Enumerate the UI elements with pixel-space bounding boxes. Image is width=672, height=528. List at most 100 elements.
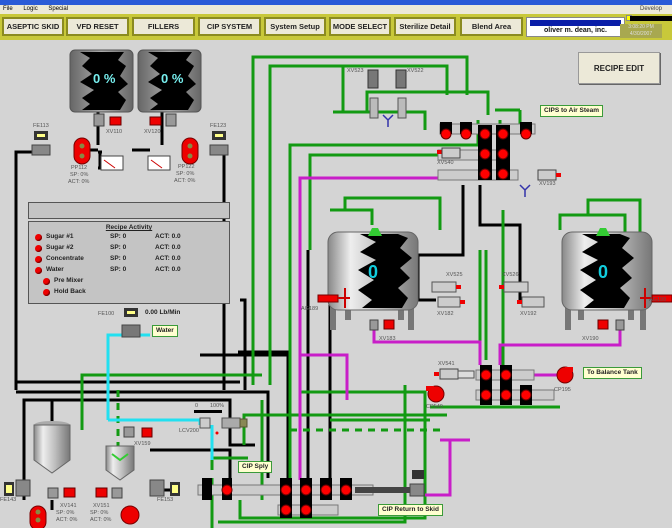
blend-tank-1	[327, 228, 419, 330]
status-led-icon	[35, 234, 42, 241]
menu-special[interactable]: Special	[48, 6, 69, 12]
valve-xv526[interactable]	[499, 281, 529, 293]
cip-sply-tag[interactable]: CIP Sply	[238, 461, 273, 473]
label-xv120: XV120	[144, 129, 161, 135]
valve-xv541[interactable]	[434, 368, 475, 380]
valve-xv151[interactable]	[95, 487, 123, 499]
lower-manifold-valves[interactable]	[480, 369, 532, 401]
pump-pp112[interactable]	[73, 137, 91, 165]
menu-logic[interactable]: Logic	[23, 6, 38, 12]
recipe-row-name: Concentrate	[46, 255, 84, 262]
recipe-activity-panel: Recipe Activity Sugar #1 SP: 0 ACT: 0.0 …	[28, 221, 230, 304]
recipe-subrow: Hold Back	[43, 288, 233, 299]
recipe-subrow: Pre Mixer	[43, 277, 233, 288]
hopper-tank-1	[69, 49, 134, 113]
recipe-activity-title: Recipe Activity	[105, 224, 153, 231]
recipe-edit-button[interactable]: RECIPE EDIT	[578, 52, 660, 84]
water-tag[interactable]: Water	[152, 325, 178, 337]
pump-pp122[interactable]	[181, 137, 199, 165]
recipe-row-name: Water	[46, 266, 64, 273]
label-xv193: XV193	[539, 181, 556, 187]
to-balance-tank-tag[interactable]: To Balance Tank	[583, 367, 642, 379]
gauge-1	[100, 155, 124, 171]
message-bar	[28, 202, 230, 219]
label-ag189: AG189	[301, 306, 319, 312]
top-manifold-valves[interactable]	[440, 128, 532, 180]
valve-xv525[interactable]	[431, 281, 461, 293]
status-led-icon	[35, 256, 42, 263]
nav-fillers-button[interactable]: FILLERS	[132, 17, 195, 36]
label-xv151-act: ACT: 0%	[90, 517, 112, 523]
label-ag199: AG199	[649, 297, 667, 303]
label-xv141: XV141	[60, 503, 77, 509]
valve-xv193[interactable]	[537, 169, 561, 181]
blend-tank1-level: 0	[368, 262, 379, 282]
window-title-bar	[0, 0, 672, 5]
valve-xv522[interactable]	[395, 69, 407, 119]
label-xv151: XV151	[93, 503, 110, 509]
valve-xv120[interactable]	[149, 113, 177, 127]
label-xv540: XV540	[437, 160, 454, 166]
pump-cp195[interactable]	[556, 366, 574, 384]
recipe-row-sp: SP: 0	[110, 233, 127, 240]
premixer-tank	[105, 445, 135, 481]
logo-bar	[530, 20, 621, 26]
nav-blend-area-button[interactable]: Blend Area	[460, 17, 523, 36]
cip-return-tag[interactable]: CIP Return to Skid	[378, 504, 443, 516]
recipe-row-name: Sugar #2	[46, 244, 74, 251]
flow-element-fe113	[31, 131, 51, 156]
nav-system-setup-button[interactable]: System Setup	[264, 17, 326, 36]
hopper1-level: 0 %	[93, 71, 116, 86]
company-logo: oliver m. dean, inc.	[526, 17, 625, 37]
recipe-row-sp: SP: 0	[110, 244, 127, 251]
bottom-manifold-valves[interactable]	[221, 484, 352, 516]
flow-element-fe153	[149, 479, 180, 497]
nav-sterilize-detail-button[interactable]: Sterilize Detail	[394, 17, 456, 36]
label-xv523: XV523	[347, 68, 364, 74]
valve-xv159[interactable]	[123, 426, 153, 438]
label-xv110: XV110	[106, 129, 123, 135]
label-xv526: XV526	[502, 272, 519, 278]
nav-mode-select-button[interactable]: MODE SELECT	[329, 17, 391, 36]
clock-time: 3:08:20 PM	[628, 24, 654, 30]
label-xv183: XV183	[379, 336, 396, 342]
magenta-pipes	[298, 176, 622, 497]
hopper-tank-2	[137, 49, 202, 113]
status-led-icon	[43, 289, 50, 296]
pump-cp540[interactable]	[426, 385, 445, 403]
label-xv522: XV522	[407, 68, 424, 74]
valve-xv540[interactable]	[437, 147, 461, 159]
valve-xv190[interactable]	[597, 319, 625, 331]
pump-cp152[interactable]	[120, 505, 140, 525]
valve-xv523[interactable]	[367, 69, 379, 119]
recipe-row-act: ACT: 0.0	[155, 244, 181, 251]
flow-element-fe123	[209, 131, 229, 156]
recipe-row: Concentrate SP: 0 ACT: 0.0	[35, 255, 225, 266]
label-fe153: FE153	[157, 497, 174, 503]
valve-xv110[interactable]	[93, 113, 122, 127]
nav-bar: ASEPTIC SKID VFD RESET FILLERS CIP SYSTE…	[0, 14, 672, 40]
label-xv151-sp: SP: 0%	[90, 510, 109, 516]
valve-xv192[interactable]	[517, 296, 545, 308]
recipe-row-sp: SP: 0	[110, 255, 127, 262]
label-fe143: FE143	[0, 497, 17, 503]
recipe-row-sp: SP: 0	[110, 266, 127, 273]
agitator-ag199[interactable]	[640, 288, 672, 308]
pump-bottom-left[interactable]	[29, 505, 47, 528]
valve-xv183[interactable]	[369, 319, 395, 331]
agitator-ag189[interactable]	[317, 288, 350, 308]
valve-xv141[interactable]	[47, 487, 76, 499]
nav-cip-system-button[interactable]: CIP SYSTEM	[198, 17, 261, 36]
label-pp122-sp: SP: 0%	[176, 171, 195, 177]
label-xv541: XV541	[438, 361, 455, 367]
cips-air-steam-tag[interactable]: CIPS to Air Steam	[540, 105, 604, 117]
nav-vfd-reset-button[interactable]: VFD RESET	[66, 17, 129, 36]
valve-xv182[interactable]	[437, 296, 465, 308]
control-valve-lcv200[interactable]	[194, 410, 248, 435]
drain-icon	[382, 114, 394, 127]
flow-element-fe143	[4, 479, 31, 497]
menu-file[interactable]: File	[3, 6, 13, 12]
nav-aseptic-skid-button[interactable]: ASEPTIC SKID	[2, 17, 64, 36]
label-pp112-sp: SP: 0%	[70, 172, 89, 178]
cyan-pipes	[106, 333, 214, 460]
